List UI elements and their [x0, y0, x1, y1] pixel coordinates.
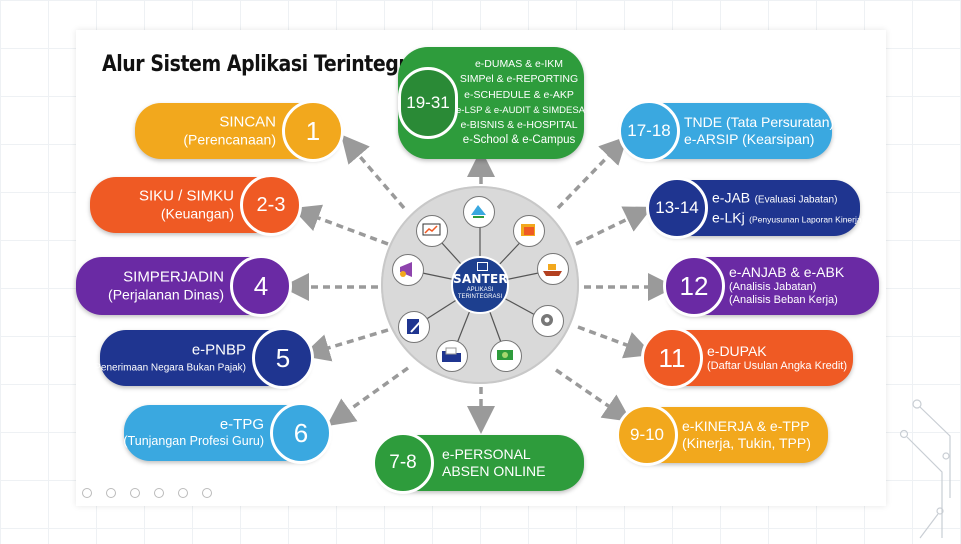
arrow-to-node-2-3 [291, 204, 389, 246]
folder-documents-icon [436, 340, 468, 372]
node-6: e-TPG (Tunjangan Profesi Guru) 6 [123, 402, 332, 464]
node-number: 5 [252, 327, 314, 389]
node-title: e-PNBP [191, 341, 246, 359]
money-bills-icon [490, 340, 522, 372]
node-title: e-TPG [219, 416, 264, 434]
node-label: e-DUMAS & e-IKM [474, 58, 564, 70]
node-5: e-PNBP (Penerimaan Negara Bukan Pajak) 5 [91, 327, 314, 389]
arrow-to-node-9-10 [555, 368, 632, 422]
node-note: (Evaluasi Jabatan) [754, 194, 838, 206]
node-subtitle: (Tunjangan Profesi Guru) [123, 434, 264, 449]
circuit-decoration [899, 399, 951, 539]
node-number: 1 [282, 100, 344, 162]
slide-control-icon [130, 488, 140, 498]
hub-subtitle: TERINTEGRASI [457, 294, 503, 300]
node-13-14: 13-14 e-JAB (Evaluasi Jabatan) e-LKj (Pe… [646, 177, 864, 239]
node-title: e-LKj [712, 209, 745, 225]
ship-cargo-icon [537, 253, 569, 285]
node-9-10: 9-10 e-KINERJA & e-TPP (Kinerja, Tukin, … [616, 404, 828, 466]
slide-control-icon [202, 488, 212, 498]
node-2-3: SIKU / SIMKU (Keuangan) 2-3 [90, 174, 302, 236]
node-title: SIMPERJADIN [123, 268, 224, 286]
node-label: e-LSP & e-AUDIT & SIMDESA [456, 104, 585, 116]
node-subtitle: (Penerimaan Negara Bukan Pajak) [90, 362, 246, 374]
document-pen-icon [398, 311, 430, 343]
node-number: 7-8 [372, 432, 434, 494]
node-number: 12 [663, 255, 725, 317]
node-subtitle: (Keuangan) [160, 205, 234, 222]
node-label: e-School & e-Campus [462, 134, 576, 147]
node-4: SIMPERJADIN (Perjalanan Dinas) 4 [76, 255, 292, 317]
node-number: 17-18 [618, 100, 680, 162]
node-number: 11 [641, 327, 703, 389]
node-subtitle: (Kinerja, Tukin, TPP) [682, 435, 811, 451]
node-subtitle: (Daftar Usulan Angka Kredit) [707, 359, 848, 372]
arrow-to-node-1 [340, 134, 406, 210]
hub-subtitle: APLIKASI [466, 287, 494, 293]
shield-emblem-icon [477, 262, 488, 271]
node-19-31: 19-31 e-DUMAS & e-IKM SIMPel & e-REPORTI… [398, 47, 585, 159]
node-12: 12 e-ANJAB & e-ABK (Analisis Jabatan) (A… [663, 255, 879, 317]
node-17-18: 17-18 TNDE (Tata Persuratan) e-ARSIP (Ke… [618, 100, 835, 162]
node-title: e-KINERJA & e-TPP [682, 417, 810, 434]
monitor-chart-icon [416, 215, 448, 247]
node-title: SINCAN [219, 113, 276, 131]
node-note: (Penyusunan Laporan Kinerja) [749, 214, 865, 224]
node-title: e-ANJAB & e-ABK [729, 264, 845, 281]
gear-network-icon [532, 305, 564, 337]
node-number: 2-3 [240, 174, 302, 236]
node-7-8: 7-8 e-PERSONAL ABSEN ONLINE [372, 432, 584, 494]
node-label-list: e-DUMAS & e-IKM SIMPel & e-REPORTING e-S… [456, 57, 585, 149]
hub-name: SANTER [453, 272, 508, 286]
node-number: 13-14 [646, 177, 708, 239]
slide-control-icon [106, 488, 116, 498]
node-number: 9-10 [616, 404, 678, 466]
node-label: e-BISNIS & e-HOSPITAL [460, 119, 578, 132]
node-number: 6 [270, 402, 332, 464]
slide-control-icon [154, 488, 164, 498]
arrow-to-node-5 [301, 328, 389, 362]
node-number: 4 [230, 255, 292, 317]
node-label: e-SCHEDULE & e-AKP [464, 88, 574, 101]
hub-center-santer: SANTER APLIKASI TERINTEGRASI [451, 256, 509, 314]
diagram-title: Alur Sistem Aplikasi Terintegrasi [102, 52, 437, 77]
megaphone-icon [392, 254, 424, 286]
node-title: TNDE (Tata Persuratan) [684, 113, 835, 130]
node-subtitle: (Perjalanan Dinas) [108, 286, 224, 303]
slide-control-icon [178, 488, 188, 498]
brain-circuit-icon [463, 196, 495, 228]
node-1: SINCAN (Perencanaan) 1 [135, 100, 344, 162]
node-subtitle: ABSEN ONLINE [442, 463, 546, 479]
arrow-to-node-17-18 [556, 135, 628, 210]
node-title: SIKU / SIMKU [138, 187, 234, 205]
node-11: 11 e-DUPAK (Daftar Usulan Angka Kredit) [641, 327, 853, 389]
node-label: SIMPel & e-REPORTING [459, 73, 579, 86]
slide-control-icon [82, 488, 92, 498]
paper-stack-icon [513, 215, 545, 247]
arrow-to-node-6 [326, 366, 410, 427]
node-subtitle: e-ARSIP (Kearsipan) [684, 131, 815, 147]
node-number: 19-31 [398, 67, 458, 139]
node-subtitle: (Perencanaan) [183, 131, 276, 148]
node-title: e-DUPAK [707, 342, 767, 359]
node-title: e-JAB [712, 189, 751, 206]
node-subtitle: (Analisis Jabatan) [729, 281, 817, 294]
node-subtitle: (Analisis Beban Kerja) [729, 294, 838, 307]
node-title: e-PERSONAL [442, 445, 531, 462]
